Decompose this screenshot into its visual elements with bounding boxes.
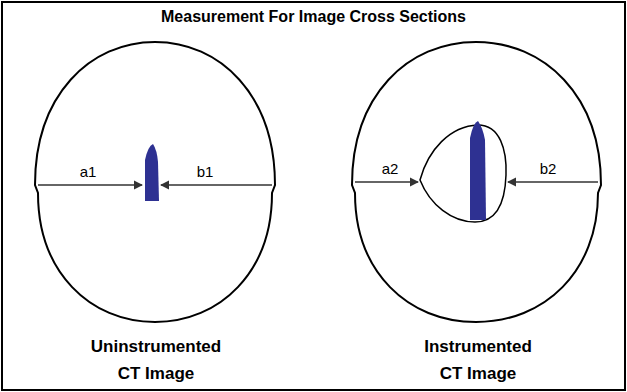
head-outline <box>35 42 275 322</box>
diagram-title: Measurement For Image Cross Sections <box>0 8 627 26</box>
measure-arrow <box>508 181 598 182</box>
dimension-label: a2 <box>370 160 410 177</box>
instrumented-canal-outline <box>420 125 506 222</box>
dimension-label: b2 <box>528 160 568 177</box>
dimension-label: b1 <box>185 163 225 180</box>
tooth-canal <box>145 144 159 201</box>
measure-arrow <box>161 184 272 185</box>
tooth-canal <box>470 121 486 220</box>
measure-arrow <box>355 181 418 182</box>
image-caption: Instrumented CT Image <box>417 333 539 387</box>
head-outline <box>352 42 601 322</box>
image-caption: Uninstrumented CT Image <box>84 333 229 387</box>
dimension-label: a1 <box>68 163 108 180</box>
measure-arrow <box>38 184 142 185</box>
